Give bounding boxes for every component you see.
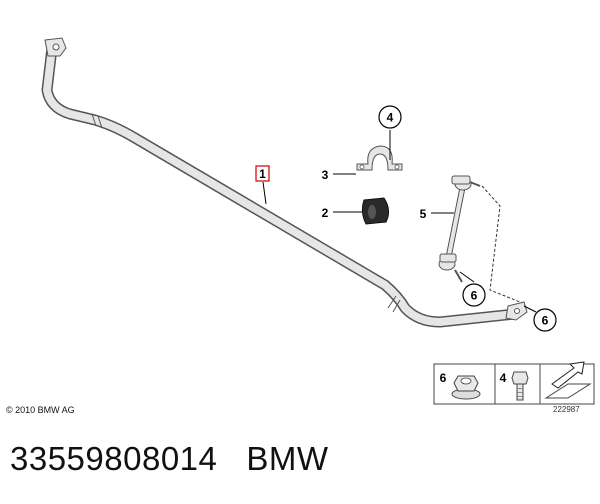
part-caption: 33559808014 BMW xyxy=(10,440,329,478)
svg-text:1: 1 xyxy=(259,167,266,181)
direction-arrow-icon xyxy=(544,361,592,399)
brand-name: BMW xyxy=(246,440,329,477)
svg-text:4: 4 xyxy=(500,371,507,385)
svg-text:6: 6 xyxy=(471,289,478,303)
rubber-mounting-part xyxy=(361,197,390,225)
bracket-part xyxy=(356,145,403,171)
bolt-icon xyxy=(511,371,529,401)
callout-4: 4 xyxy=(378,105,402,160)
callout-6-link: 6 xyxy=(459,271,486,307)
nut-icon xyxy=(451,375,481,400)
copyright-text: © 2010 BMW AG xyxy=(6,405,75,415)
assembly-dashed-line xyxy=(481,185,521,303)
svg-text:4: 4 xyxy=(387,111,394,125)
callout-6-bar-end: 6 xyxy=(523,305,557,332)
legend-box: 6 4 xyxy=(433,361,595,405)
svg-text:5: 5 xyxy=(420,207,427,221)
part-number: 33559808014 xyxy=(10,440,218,477)
svg-text:2: 2 xyxy=(322,206,329,220)
stabilizer-bar xyxy=(41,37,528,328)
svg-text:3: 3 xyxy=(322,168,329,182)
svg-text:6: 6 xyxy=(440,371,447,385)
callout-2: 2 xyxy=(322,206,362,220)
diagram-id: 222987 xyxy=(553,405,580,414)
callout-5: 5 xyxy=(420,207,454,221)
svg-text:6: 6 xyxy=(542,314,549,328)
callout-3: 3 xyxy=(322,168,356,182)
callout-1: 1 xyxy=(255,165,270,205)
swing-link-part xyxy=(438,175,481,283)
